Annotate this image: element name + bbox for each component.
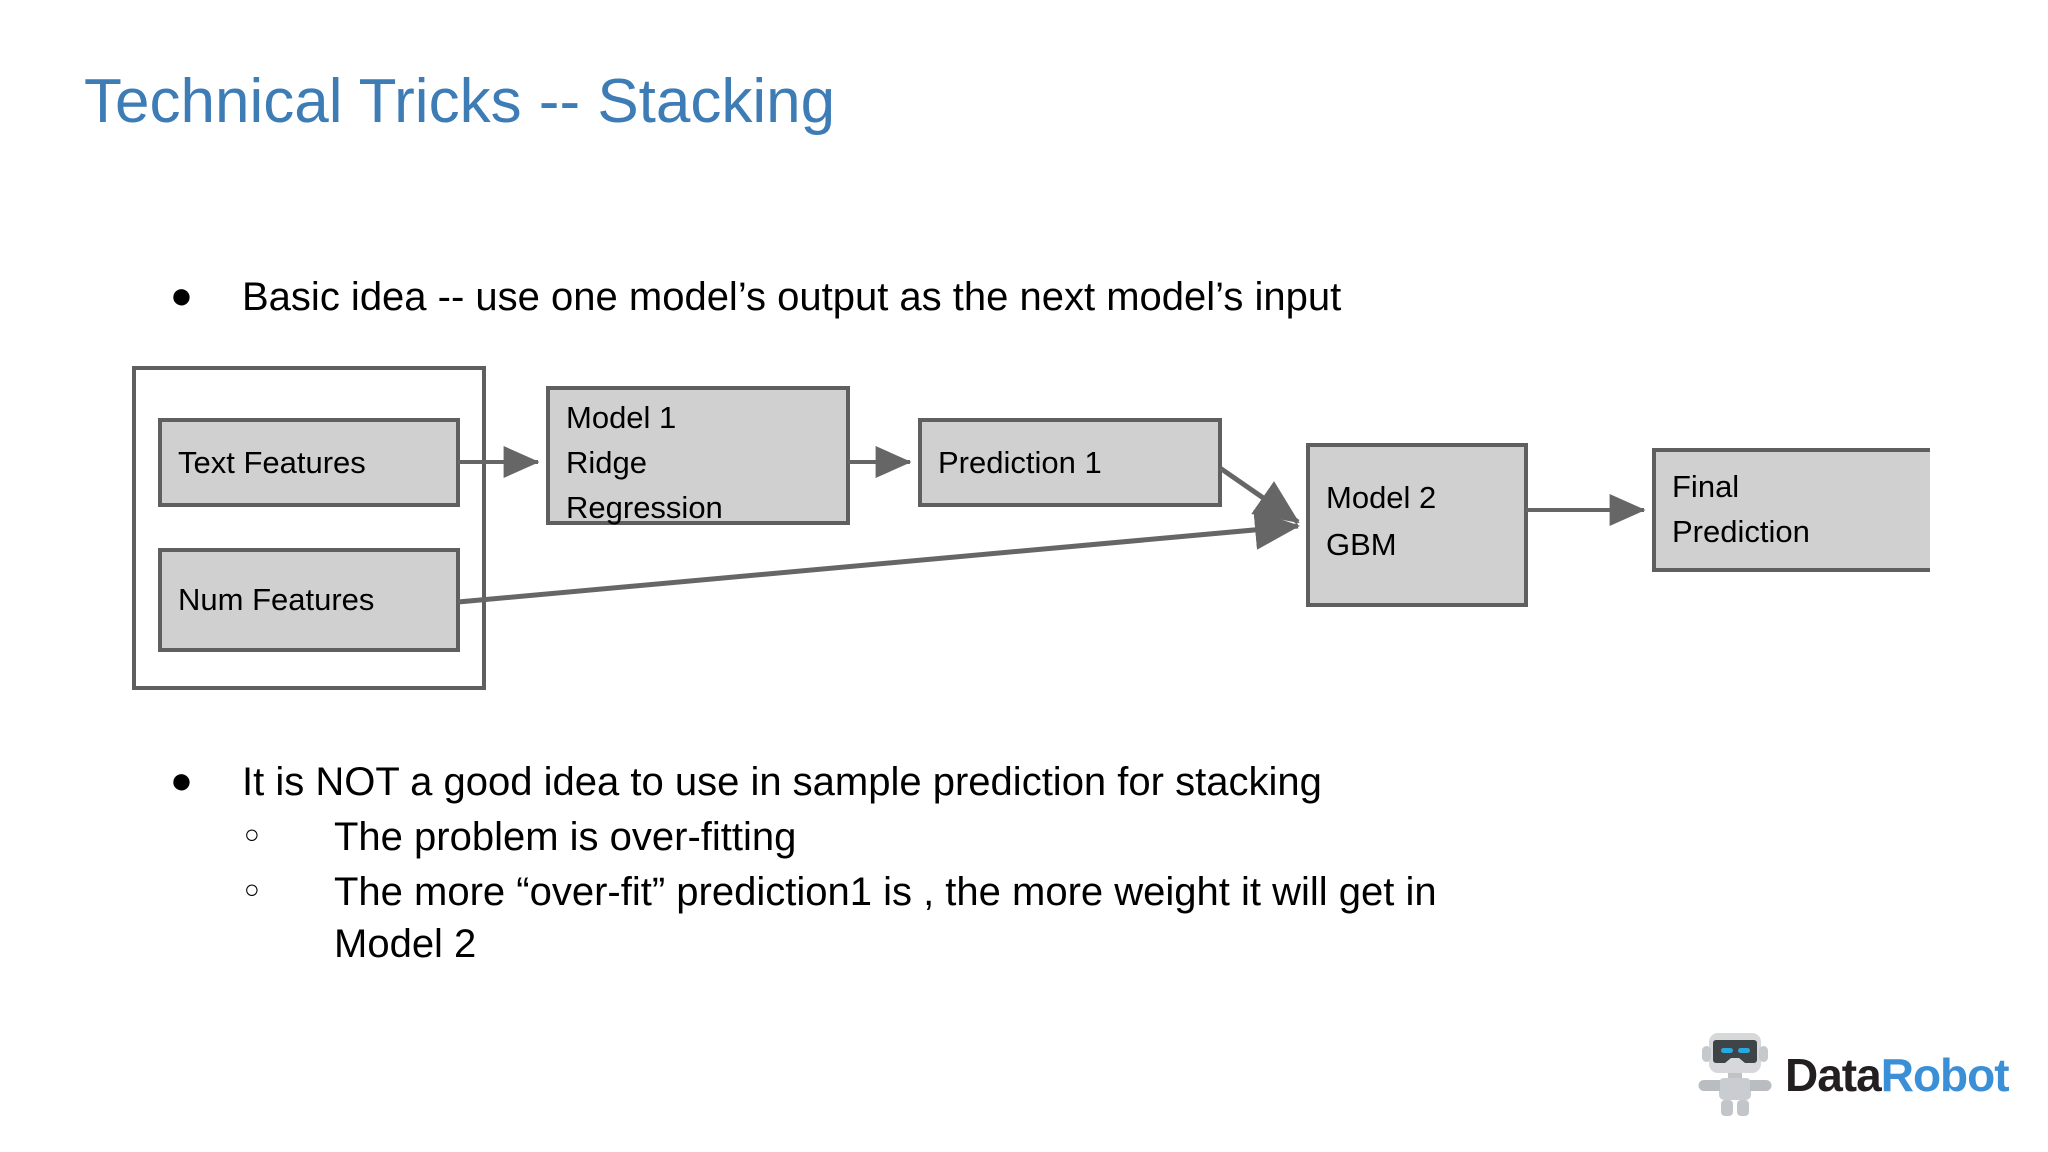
edge-num-features-to-model-2	[457, 509, 1300, 605]
node-prediction-1: Prediction 1	[918, 418, 1222, 507]
node-final-prediction-label-line1: Final	[1672, 469, 1739, 504]
features-container	[132, 366, 486, 690]
sub-bullet-text: The problem is over-fitting	[334, 815, 797, 860]
sub-bullet-text: The more “over-fit” prediction1 is , the…	[334, 870, 1448, 966]
node-final-prediction-label-line2: Prediction	[1672, 514, 1810, 549]
node-num-features: Num Features	[158, 548, 460, 652]
bullet-text: Basic idea -- use one model’s output as …	[242, 275, 1342, 319]
logo-wordmark: DataRobot	[1785, 1048, 2010, 1102]
node-model-2-box	[1306, 443, 1528, 607]
logo-wordmark-robot: Robot	[1880, 1049, 2010, 1101]
node-model-1: Model 1 Ridge Regression	[546, 386, 850, 525]
node-prediction-1-box	[918, 418, 1222, 507]
node-text-features-label: Text Features	[178, 445, 366, 480]
sub-bullet-marker-icon: ○	[244, 874, 260, 905]
bullet-marker-icon: ●	[170, 275, 193, 317]
stacking-diagram-svg: Text Features Num Features Model 1 Ridge…	[132, 366, 1930, 690]
bullet-text: It is NOT a good idea to use in sample p…	[242, 760, 1322, 804]
list-item: ● It is NOT a good idea to use in sample…	[148, 757, 1524, 808]
list-item: ● Basic idea -- use one model’s output a…	[148, 272, 1341, 323]
node-num-features-label: Num Features	[178, 582, 374, 617]
logo-wordmark-data: Data	[1785, 1049, 1882, 1101]
node-model-2-label-line2: GBM	[1326, 527, 1397, 562]
node-model-1-box	[546, 386, 850, 525]
list-item: ○ The more “over-fit” prediction1 is , t…	[148, 867, 1524, 969]
page-title: Technical Tricks -- Stacking	[84, 67, 836, 136]
node-model-1-label-line1: Model 1	[566, 400, 676, 435]
bullet-list-top: ● Basic idea -- use one model’s output a…	[148, 272, 1341, 323]
edge-prediction-1-to-model-2	[1218, 465, 1300, 525]
node-model-1-label-line2: Ridge	[566, 445, 647, 480]
node-num-features-box	[158, 548, 460, 652]
node-model-1-label-line3: Regression	[566, 490, 723, 525]
datarobot-logo: DataRobot	[1695, 1025, 2010, 1125]
node-model-2: Model 2 GBM	[1306, 443, 1528, 607]
node-model-2-label-line1: Model 2	[1326, 480, 1436, 515]
node-prediction-1-label: Prediction 1	[938, 445, 1102, 480]
node-text-features-box	[158, 418, 460, 507]
bullet-marker-icon: ●	[170, 760, 193, 802]
node-final-prediction-box	[1652, 448, 1930, 572]
bullet-list-bottom: ● It is NOT a good idea to use in sample…	[148, 757, 1524, 970]
list-item: ○ The problem is over-fitting	[148, 812, 1524, 863]
robot-mascot-icon	[1695, 1030, 1775, 1120]
stacking-diagram: Text Features Num Features Model 1 Ridge…	[130, 360, 1930, 720]
node-text-features: Text Features	[158, 418, 460, 507]
sub-bullet-marker-icon: ○	[244, 819, 260, 850]
node-final-prediction: Final Prediction	[1652, 448, 1930, 572]
